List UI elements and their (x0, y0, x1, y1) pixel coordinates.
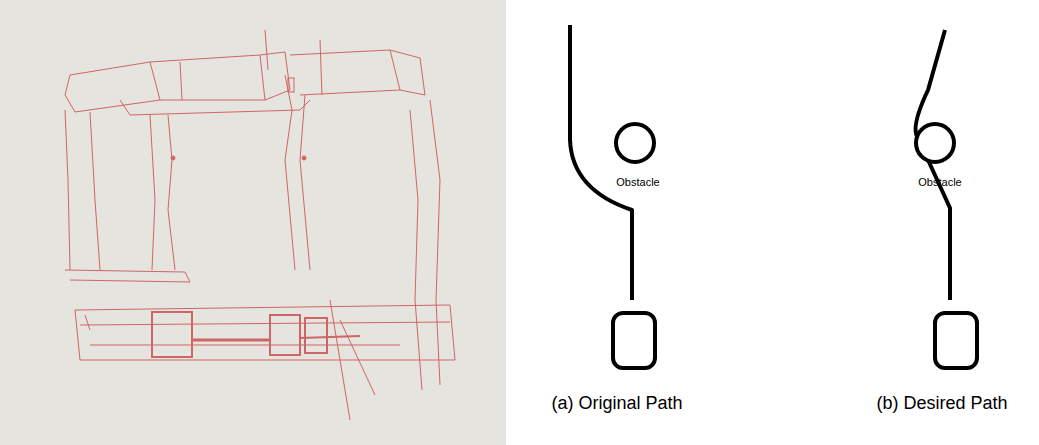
vehicle-rect (613, 313, 655, 368)
figure-caption: (a) Original Path (551, 394, 682, 414)
desired-path-figure (916, 30, 977, 368)
original-path-figure (570, 25, 655, 368)
vehicle-rect (935, 313, 977, 368)
path-line (570, 25, 632, 300)
path-line (916, 30, 950, 300)
obstacle-circle (616, 124, 654, 162)
red-sketch (65, 30, 455, 420)
obstacle-label: Obstacle (918, 176, 961, 188)
obstacle-circle (916, 124, 954, 162)
obstacle-label: Obstacle (616, 176, 659, 188)
figure-caption: (b) Desired Path (876, 394, 1007, 414)
sketch-photo (0, 0, 506, 445)
